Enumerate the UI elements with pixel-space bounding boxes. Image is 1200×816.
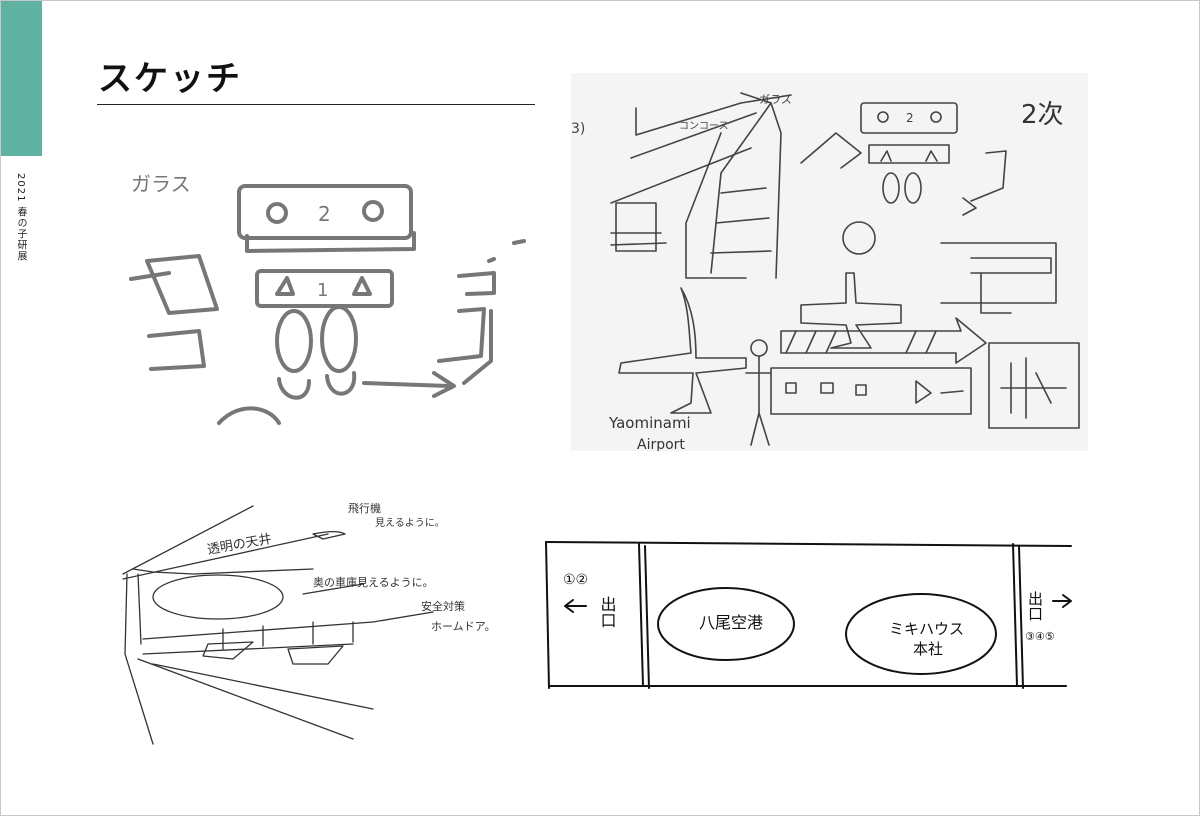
sketch2-glass-label: ガラス — [759, 93, 792, 106]
sketch-gate-closeup: ガラス 2 1 — [129, 161, 534, 426]
sign-exit-right-nums: ③④⑤ — [1025, 630, 1055, 643]
sign-exit-left: 出口 — [598, 596, 617, 628]
sign-exit-left-nums: ①② — [563, 572, 588, 588]
sketch-station-overview: 3) 2次 コンコース ガラス 2 — [571, 73, 1088, 451]
sketch3-note-plane-1: 飛行機 — [348, 501, 381, 515]
sign-oval-right-1: ミキハウス — [889, 620, 964, 638]
sketch2-airport-label-2: Airport — [637, 437, 685, 451]
sketch1-arrow-number: 1 — [317, 280, 328, 301]
sketch3-note-safety-2: ホームドア。 — [431, 620, 496, 633]
side-label: 2021 春の子研展 — [15, 173, 26, 262]
sketch3-note-safety-1: 安全対策 — [421, 599, 465, 613]
sketch3-note-plane-2: 見えるように。 — [375, 517, 445, 529]
sign-oval-right-2: 本社 — [913, 640, 943, 658]
sketch2-airport-label-1: Yaominami — [608, 414, 691, 432]
sketch-exit-signage: ①② 出口 八尾空港 ミキハウス 本社 出口 ③④⑤ — [541, 536, 1076, 696]
sketch2-corner-label: 2次 — [1021, 100, 1064, 130]
sketch1-glass-label: ガラス — [131, 172, 191, 196]
page-title: スケッチ — [98, 59, 242, 99]
sign-oval-left: 八尾空港 — [699, 613, 763, 632]
accent-band — [1, 1, 42, 156]
sketch2-left-mark: 3) — [571, 121, 585, 137]
sign-exit-right: 出口 — [1026, 591, 1044, 621]
sketch2-concourse-label: コンコース — [679, 121, 729, 132]
title-rule — [97, 104, 535, 105]
sketch2-panel-number: 2 — [906, 111, 914, 125]
sketch3-note-garage: 奥の車庫見えるように。 — [313, 575, 434, 589]
sketch-platform-perspective: 透明の天井 飛行機 見えるように。 奥の車庫見えるように。 安全対策 ホームドア… — [113, 494, 518, 749]
sketch1-panel-number: 2 — [318, 202, 331, 226]
